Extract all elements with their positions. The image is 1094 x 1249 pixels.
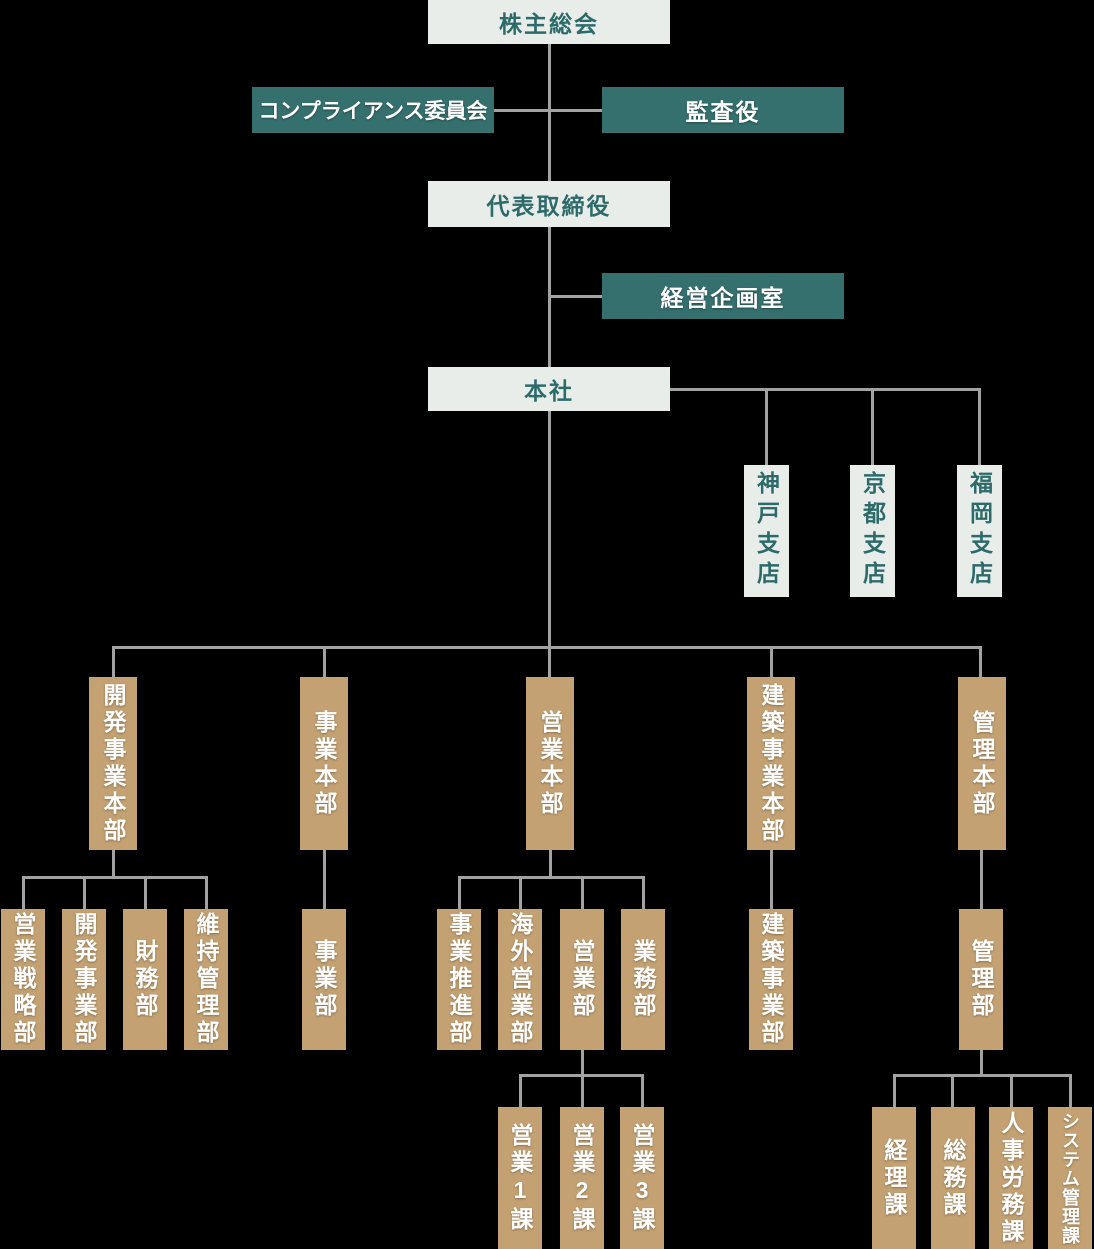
- org-node-fukuoka-branch: 福岡支店: [957, 465, 1002, 597]
- connector-line: [769, 850, 773, 909]
- connector-line: [457, 875, 645, 879]
- connector-line: [871, 389, 874, 465]
- org-node-construction-dept: 建築事業部: [749, 909, 793, 1050]
- org-node-administration-division: 管理本部: [958, 677, 1006, 850]
- org-node-overseas-sales-dept: 海外営業部: [498, 909, 542, 1050]
- org-node-compliance-committee: コンプライアンス委員会: [252, 87, 494, 133]
- connector-line: [1068, 1075, 1072, 1107]
- org-node-business-division: 事業本部: [300, 677, 348, 850]
- org-node-accounting-section: 経理課: [872, 1107, 916, 1249]
- org-node-development-business-division: 開発事業本部: [89, 677, 137, 850]
- org-node-development-dept: 開発事業部: [62, 909, 106, 1050]
- org-node-system-admin-section: システム管理課: [1048, 1107, 1092, 1249]
- connector-line: [580, 1050, 584, 1075]
- connector-line: [892, 1073, 1072, 1077]
- org-node-construction-business-division: 建築事業本部: [747, 677, 795, 850]
- connector-line: [1010, 1075, 1013, 1107]
- connector-line: [951, 1075, 954, 1107]
- org-node-shareholders-meeting: 株主総会: [428, 0, 670, 44]
- connector-line: [547, 44, 551, 181]
- connector-line: [980, 850, 983, 909]
- connector-line: [641, 877, 645, 909]
- org-node-kyoto-branch: 京都支店: [850, 465, 895, 597]
- connector-line: [670, 387, 981, 391]
- org-node-hr-labor-section: 人事労務課: [989, 1107, 1033, 1249]
- connector-line: [580, 877, 584, 909]
- org-node-sales-section-3: 営業3課: [620, 1107, 664, 1249]
- connector-line: [641, 1075, 644, 1107]
- org-node-sales-dept: 営業部: [560, 909, 604, 1050]
- connector-line: [494, 108, 602, 112]
- connector-line: [580, 1075, 584, 1107]
- connector-line: [980, 1050, 983, 1075]
- connector-line: [892, 1075, 896, 1107]
- connector-line: [111, 850, 115, 877]
- org-node-finance-dept: 財務部: [123, 909, 167, 1050]
- org-node-sales-division: 営業本部: [526, 677, 574, 850]
- connector-line: [519, 877, 522, 909]
- connector-line: [978, 647, 982, 677]
- org-node-business-dept: 事業部: [302, 909, 346, 1050]
- connector-line: [547, 294, 603, 298]
- org-node-sales-strategy-dept: 営業戦略部: [1, 909, 45, 1050]
- org-node-operations-dept: 業務部: [621, 909, 665, 1050]
- org-node-business-promotion-dept: 事業推進部: [437, 909, 481, 1050]
- org-node-head-office: 本社: [428, 367, 670, 411]
- connector-line: [769, 647, 773, 677]
- connector-line: [547, 411, 551, 677]
- org-node-maintenance-dept: 維持管理部: [184, 909, 228, 1050]
- org-node-sales-section-1: 営業1課: [498, 1107, 542, 1249]
- connector-line: [548, 850, 552, 877]
- org-node-corporate-planning-office: 経営企画室: [602, 273, 844, 319]
- org-node-auditor: 監査役: [602, 87, 844, 133]
- org-node-representative-director: 代表取締役: [428, 181, 670, 227]
- connector-line: [204, 877, 208, 909]
- org-node-kobe-branch: 神戸支店: [744, 465, 789, 597]
- connector-line: [111, 647, 115, 677]
- connector-line: [457, 877, 461, 909]
- org-node-sales-section-2: 営業2課: [560, 1107, 604, 1249]
- connector-line: [323, 647, 326, 677]
- connector-line: [765, 389, 768, 465]
- org-node-general-affairs-section: 総務課: [931, 1107, 975, 1249]
- connector-line: [82, 877, 86, 909]
- org-node-administration-dept: 管理部: [959, 909, 1003, 1050]
- connector-line: [21, 877, 25, 909]
- connector-line: [978, 389, 981, 465]
- connector-line: [111, 645, 982, 649]
- connector-line: [21, 875, 208, 879]
- connector-line: [143, 877, 147, 909]
- connector-line: [323, 850, 326, 909]
- connector-line: [519, 1075, 522, 1107]
